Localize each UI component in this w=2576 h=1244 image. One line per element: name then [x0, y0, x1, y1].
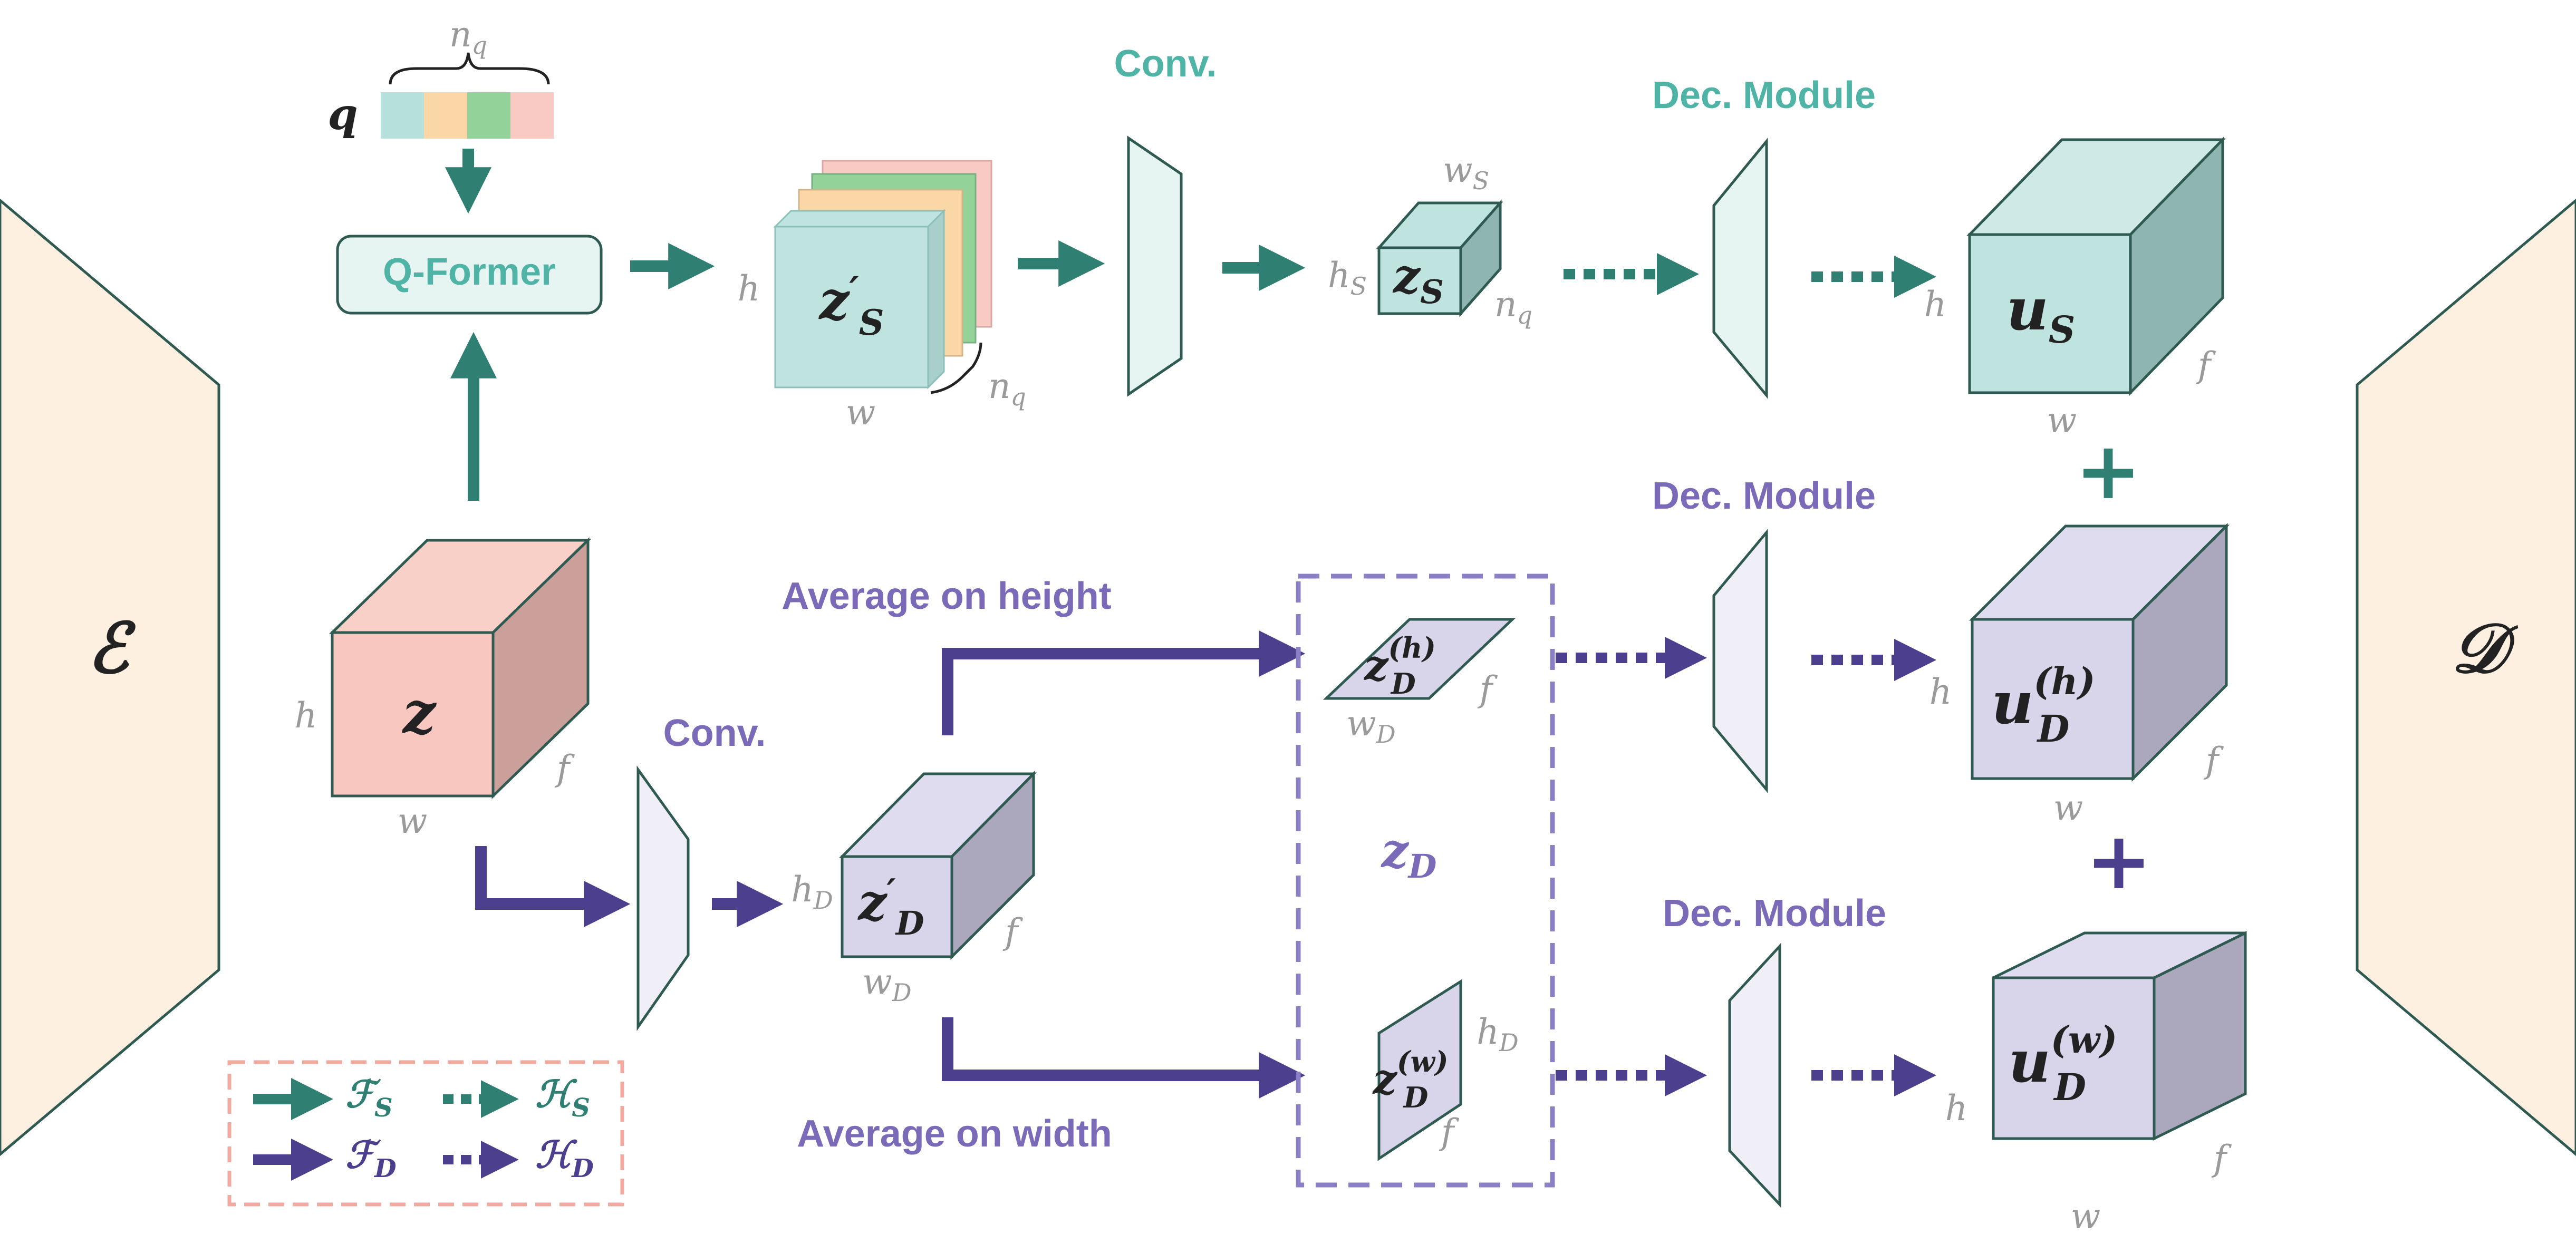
zs-cube: zS wS hS nq	[1328, 150, 1532, 329]
zd-w-plane: z(w)D hD f	[1372, 979, 1519, 1161]
zd-prime-wd-label: wD	[862, 961, 911, 1007]
dec-module-mid-label: Dec. Module	[1652, 475, 1876, 517]
conv-top-label: Conv.	[1114, 43, 1217, 85]
zs-nq-label: nq	[1494, 284, 1532, 329]
query-vector: q nq	[327, 14, 554, 140]
dec-module-bottom: Dec. Module	[1663, 892, 1886, 1208]
legend-hs: ℋS	[535, 1072, 590, 1123]
zs-prime-w-label: w	[846, 392, 876, 433]
legend-hd: ℋD	[535, 1133, 594, 1183]
ud-h-w-label: w	[2053, 788, 2083, 828]
dec-module-bottom-label: Dec. Module	[1663, 892, 1886, 935]
decoder-block: 𝒟	[2356, 198, 2576, 1156]
encoder-symbol: ℰ	[88, 608, 137, 688]
zd-w-f-label: f	[1439, 1112, 1460, 1152]
zd-w-hd-label: hD	[1477, 1012, 1518, 1057]
avg-width-label: Average on width	[797, 1113, 1112, 1155]
us-h-label: h	[1924, 284, 1947, 325]
us-cube: uS h w f	[1924, 136, 2226, 441]
avg-height-label: Average on height	[782, 575, 1111, 617]
ud-w-symbol: u(w)D	[2009, 1018, 2117, 1109]
zd-h-symbol: z(h)D	[1363, 631, 1436, 701]
ud-h-f-label: f	[2203, 740, 2224, 781]
encoder-block: ℰ	[0, 198, 220, 1156]
zs-prime-h-label: h	[738, 268, 760, 309]
plus-bottom: +	[2086, 814, 2152, 907]
zd-h-plane: z(h)D wD f	[1323, 618, 1516, 749]
ud-h-symbol: u(h)D	[1991, 659, 2095, 751]
zd-prime-hd-label: hD	[791, 869, 833, 915]
z-cube: z h w f	[295, 537, 592, 841]
conv-bottom-label: Conv.	[663, 712, 766, 754]
z-w-label: w	[398, 801, 428, 841]
zs-symbol: zS	[1392, 248, 1444, 311]
plus-top: +	[2075, 424, 2141, 517]
zs-prime-nq-label: nq	[988, 366, 1026, 411]
dec-module-mid: Dec. Module	[1652, 475, 1876, 793]
zd-prime-f-label: f	[1002, 911, 1024, 952]
query-symbol: q	[327, 89, 358, 140]
zd-h-wd-label: wD	[1346, 703, 1395, 749]
z-symbol: z	[402, 678, 437, 746]
qformer-block: Q-Former	[336, 235, 603, 315]
query-size-label: nq	[449, 14, 487, 60]
zd-prime-cube: z′D hD wD f	[791, 770, 1037, 1007]
z-h-label: h	[295, 695, 317, 736]
dec-module-top: Dec. Module	[1652, 74, 1876, 399]
us-symbol: uS	[2006, 275, 2076, 352]
ud-w-h-label: h	[1945, 1088, 1968, 1129]
zs-prime-symbol: z′S	[818, 268, 884, 343]
zs-hs-label: hS	[1328, 255, 1367, 300]
dec-module-top-label: Dec. Module	[1652, 74, 1876, 116]
ud-h-h-label: h	[1929, 672, 1952, 712]
zd-prime-symbol: z′D	[857, 871, 924, 942]
ud-h-cube: u(h)D h w f	[1929, 522, 2230, 828]
ud-w-w-label: w	[2071, 1196, 2101, 1237]
legend: ℱS ℋS ℱD ℋD	[227, 1060, 624, 1207]
zs-ws-label: wS	[1443, 150, 1489, 195]
zd-w-symbol: z(w)D	[1372, 1045, 1448, 1114]
zd-group: zD	[1296, 574, 1555, 1188]
z-f-label: f	[554, 748, 575, 789]
zs-prime-cube: z′S h w nq	[738, 160, 1026, 433]
conv-top-block: Conv.	[1114, 43, 1217, 397]
ud-w-cube: u(w)D h w f	[1945, 930, 2247, 1237]
qformer-label: Q-Former	[383, 251, 556, 293]
conv-bottom-block: Conv.	[636, 712, 766, 1031]
legend-fs: ℱS	[345, 1072, 393, 1123]
zd-group-symbol: zD	[1381, 823, 1437, 886]
legend-fd: ℱD	[345, 1133, 397, 1183]
us-w-label: w	[2047, 400, 2077, 441]
us-f-label: f	[2195, 345, 2216, 385]
zd-h-f-label: f	[1477, 669, 1498, 710]
ud-w-f-label: f	[2211, 1138, 2232, 1179]
